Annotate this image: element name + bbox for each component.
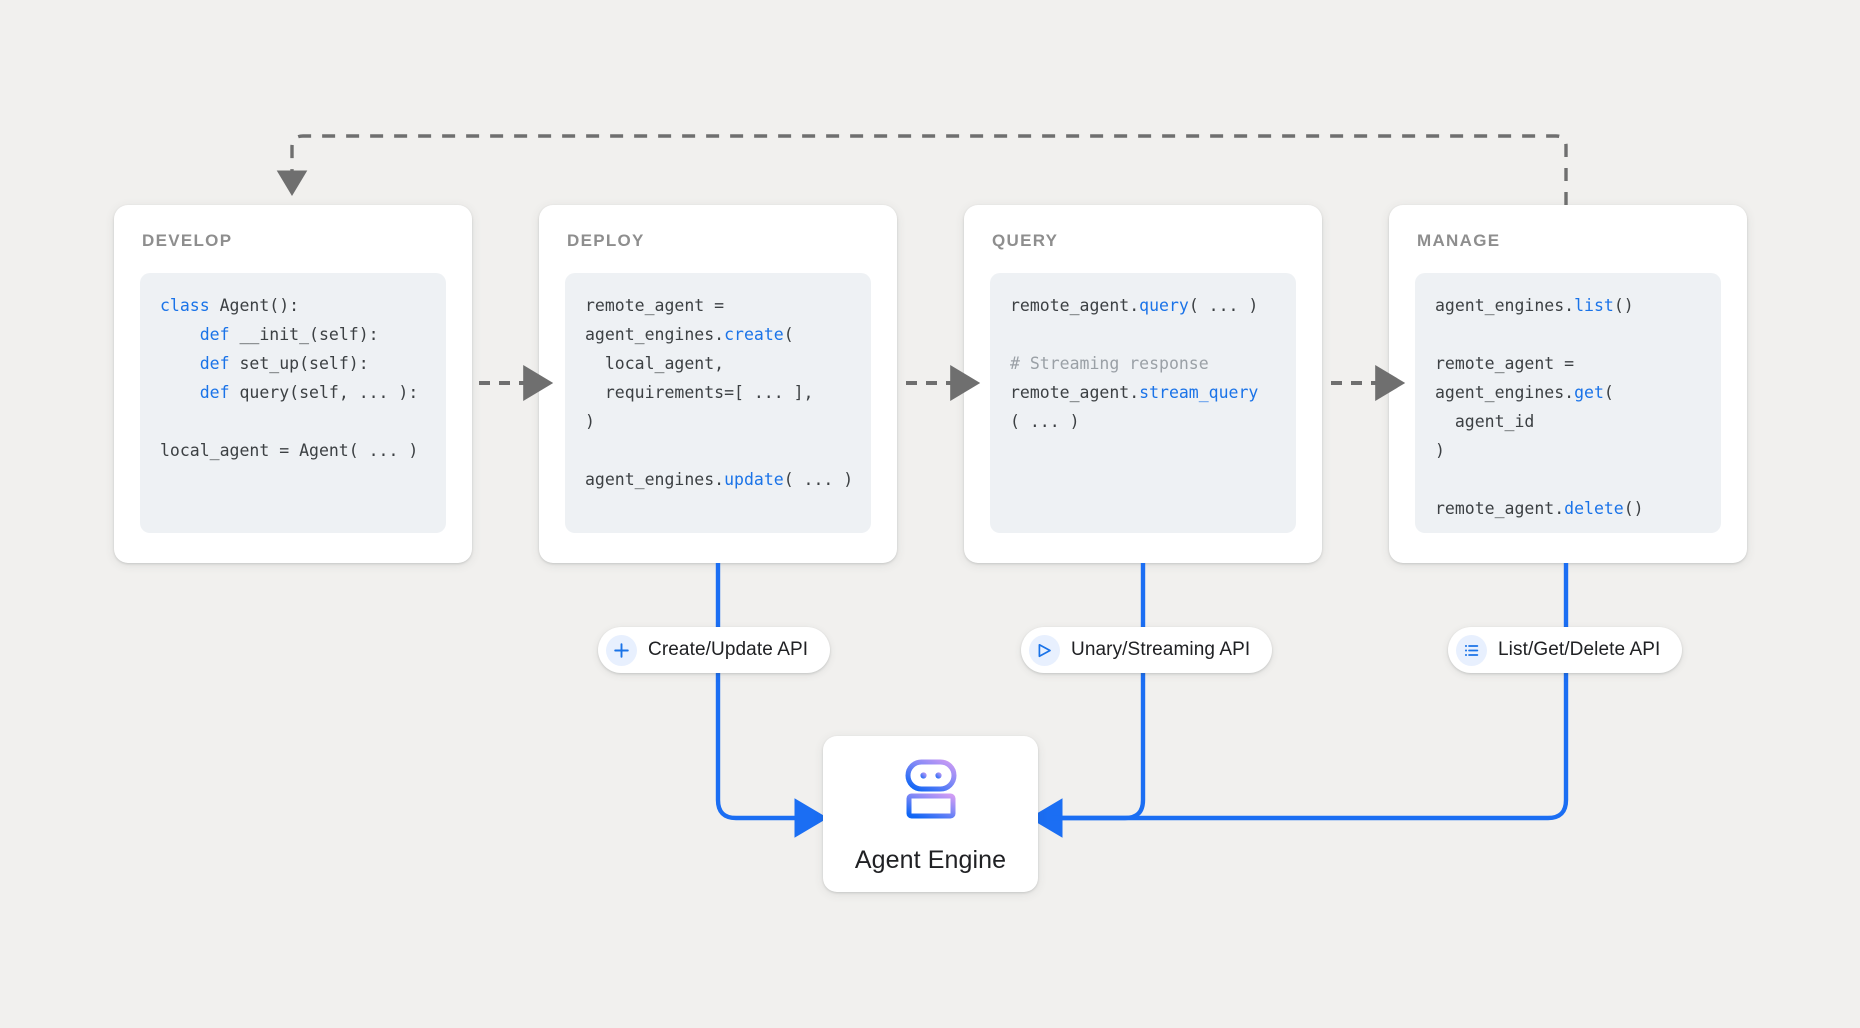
code-block-develop: class Agent(): def __init_(self): def se… [140,273,446,533]
stage-card-develop[interactable]: DEVELOP class Agent(): def __init_(self)… [114,205,472,563]
api-pill-label: Unary/Streaming API [1071,639,1251,660]
list-icon [1456,634,1487,666]
send-triangle-icon [1029,634,1060,666]
blue-link-manage-to-engine [1052,563,1569,821]
stage-title-deploy: DEPLOY [567,231,645,250]
feedback-loop-connector [276,134,1568,205]
blue-link-deploy-to-engine [715,563,828,838]
api-pill-label: Create/Update API [648,639,809,660]
stage-card-deploy[interactable]: DEPLOY remote_agent =agent_engines.creat… [539,205,897,563]
api-pill-label: List/Get/Delete API [1498,639,1661,660]
code-block-deploy: remote_agent =agent_engines.create( loca… [565,273,871,533]
stage-title-manage: MANAGE [1417,231,1501,250]
robot-icon [895,753,967,830]
code-block-manage: agent_engines.list() remote_agent =agent… [1415,273,1721,533]
api-pill-list-get-delete[interactable]: List/Get/Delete API [1448,627,1683,673]
plus-icon [606,634,637,666]
blue-link-query-to-engine [1029,563,1146,838]
stage-title-develop: DEVELOP [142,231,233,250]
api-pill-unary-streaming[interactable]: Unary/Streaming API [1021,627,1273,673]
agent-engine-node[interactable]: Agent Engine [823,736,1038,892]
api-pill-create-update[interactable]: Create/Update API [598,627,831,673]
stage-card-query[interactable]: QUERY remote_agent.query( ... ) # Stream… [964,205,1322,563]
stage-title-query: QUERY [992,231,1059,250]
code-block-query: remote_agent.query( ... ) # Streaming re… [990,273,1296,533]
stage-card-manage[interactable]: MANAGE agent_engines.list() remote_agent… [1389,205,1747,563]
agent-engine-label: Agent Engine [854,846,1007,874]
